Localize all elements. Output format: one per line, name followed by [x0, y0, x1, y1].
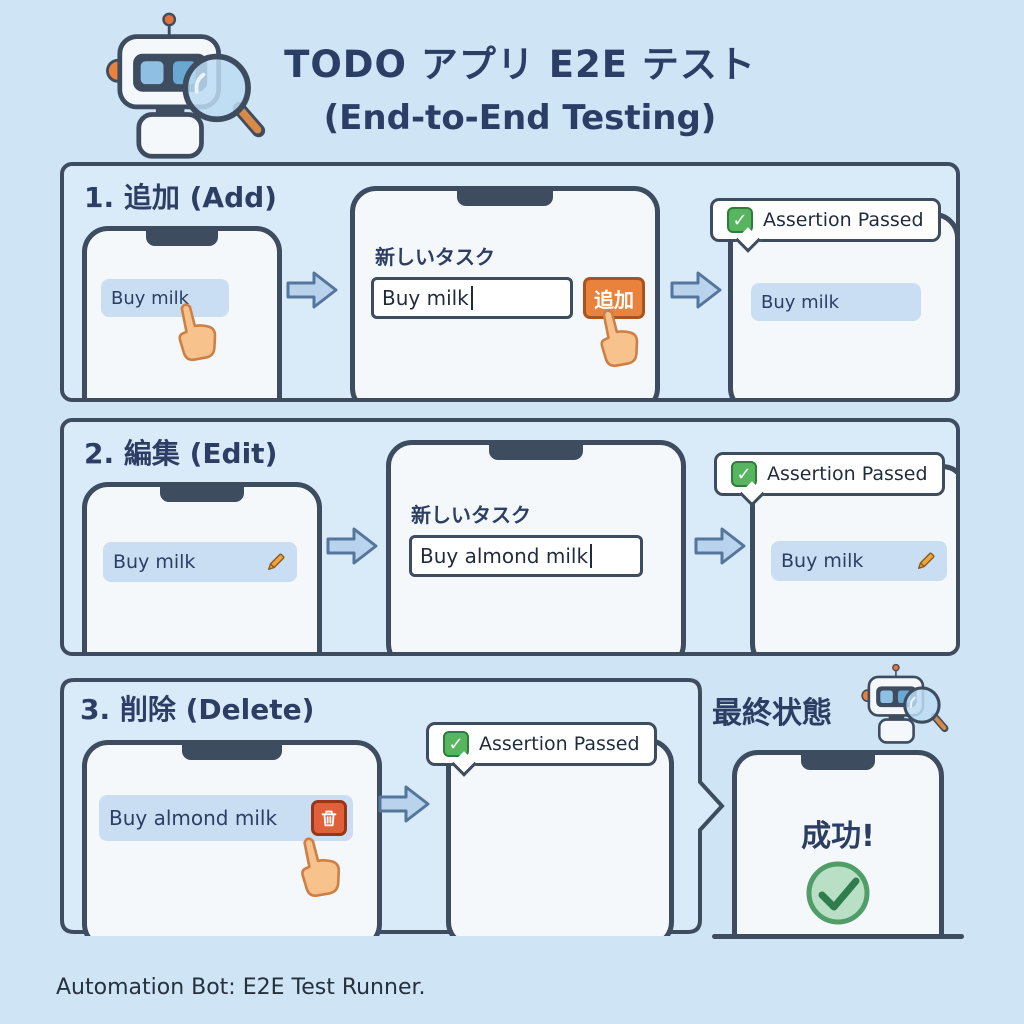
task-input-value: Buy almond milk — [420, 544, 589, 568]
todo-item: Buy milk — [751, 283, 921, 321]
delete-button[interactable] — [311, 800, 347, 836]
phone-notch — [146, 231, 218, 246]
footer-text: Automation Bot: E2E Test Runner. — [56, 975, 426, 1000]
phone-notch — [801, 755, 875, 770]
final-state-heading: 最終状態 — [712, 696, 832, 731]
flow-arrow-icon — [326, 526, 378, 566]
task-input-label: 新しいタスク — [375, 245, 495, 269]
panel-edit-step: 2. 編集 (Edit) Buy milk 新しいタスク Buy almond … — [60, 418, 960, 656]
task-input[interactable]: Buy milk — [371, 277, 573, 319]
success-label: 成功! — [801, 819, 875, 854]
title-line-2: (End-to-End Testing) — [323, 98, 717, 138]
phone-notch — [160, 487, 244, 502]
phone-notch — [489, 445, 583, 460]
phone-mockup — [446, 738, 674, 936]
success-check-icon — [798, 853, 878, 933]
phone-mockup: 新しいタスク Buy milk 追加 — [350, 186, 660, 398]
phone-mockup: 成功! — [732, 750, 944, 936]
todo-item-label: Buy milk — [761, 291, 840, 313]
page-title: TODO アプリ E2E テスト (End-to-End Testing) — [250, 34, 790, 138]
todo-item-label: Buy almond milk — [109, 806, 278, 830]
assertion-bubble: ✓ Assertion Passed — [710, 198, 941, 253]
hand-cursor-icon — [280, 829, 347, 904]
todo-item-label: Buy milk — [113, 551, 196, 573]
hand-cursor-icon — [580, 301, 644, 373]
hand-cursor-icon — [158, 295, 222, 367]
phone-mockup: Buy almond milk — [82, 740, 382, 936]
step-heading-delete: 3. 削除 (Delete) — [80, 693, 315, 726]
assertion-label: Assertion Passed — [763, 209, 924, 231]
step-heading-edit: 2. 編集 (Edit) — [84, 437, 278, 470]
text-caret — [590, 544, 593, 568]
phone-mockup: Buy milk — [82, 226, 282, 398]
flow-arrow-icon — [378, 784, 430, 824]
final-phone-wrap: 成功! — [728, 748, 948, 936]
todo-item: Buy milk — [101, 279, 229, 317]
robot-mascot-icon — [78, 10, 268, 162]
pencil-icon[interactable] — [915, 550, 937, 572]
flow-arrow-icon — [286, 270, 338, 310]
task-input[interactable]: Buy almond milk — [409, 535, 643, 577]
assertion-label: Assertion Passed — [767, 463, 928, 485]
text-caret — [470, 286, 473, 310]
task-input-value: Buy milk — [382, 286, 469, 310]
todo-item-label: Buy milk — [111, 287, 190, 309]
assertion-bubble: ✓ Assertion Passed — [714, 452, 945, 507]
step-heading-add: 1. 追加 (Add) — [84, 181, 277, 214]
pencil-icon[interactable] — [265, 551, 287, 573]
task-input-label: 新しいタスク — [411, 503, 531, 527]
robot-small-icon — [846, 662, 950, 746]
ground-line — [712, 934, 964, 939]
trash-icon — [318, 807, 340, 829]
todo-item-label: Buy milk — [781, 550, 864, 572]
title-line-1: TODO アプリ E2E テスト — [284, 43, 756, 86]
flow-arrow-icon — [694, 526, 746, 566]
phone-notch — [182, 745, 282, 760]
todo-item: Buy milk — [771, 541, 947, 581]
panel-delete-step: 3. 削除 (Delete) Buy almond milk ✓ Asserti… — [60, 678, 704, 936]
phone-mockup: 新しいタスク Buy almond milk — [386, 440, 686, 652]
phone-mockup: Buy milk — [82, 482, 322, 652]
assertion-bubble: ✓ Assertion Passed — [426, 722, 657, 777]
phone-notch — [457, 191, 553, 206]
flow-arrow-icon — [670, 270, 722, 310]
todo-item: Buy milk — [103, 542, 297, 582]
assertion-check-icon: ✓ — [727, 207, 753, 233]
panel-add-step: 1. 追加 (Add) Buy milk 新しいタスク Buy milk 追加 … — [60, 162, 960, 402]
assertion-label: Assertion Passed — [479, 733, 640, 755]
todo-item: Buy almond milk — [99, 795, 353, 841]
